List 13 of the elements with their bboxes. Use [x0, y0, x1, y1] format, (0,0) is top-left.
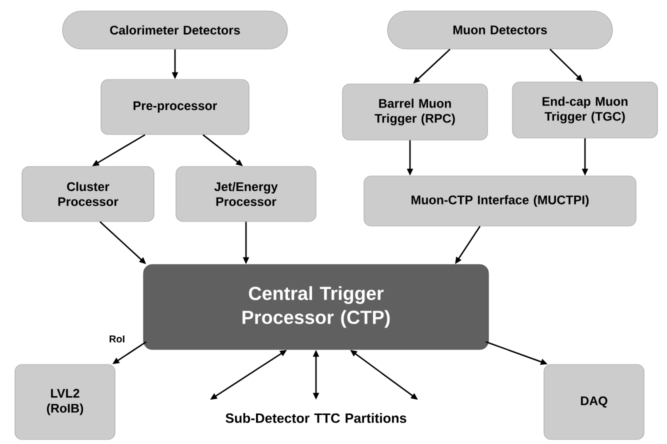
- rounded-box: Calorimeter Detectors: [62, 10, 288, 50]
- process-box: Jet/Energy Processor: [176, 166, 316, 222]
- rounded-box: Muon Detectors: [387, 10, 613, 50]
- process-box: Cluster Processor: [22, 166, 154, 222]
- process-box: DAQ: [544, 364, 644, 440]
- process-box: LVL2 (RoIB): [14, 364, 116, 440]
- edge-label: RoI: [108, 334, 126, 344]
- process-box: End-cap Muon Trigger (TGC): [512, 82, 658, 138]
- process-box: Pre-processor: [100, 79, 250, 135]
- processor-box: Central Trigger Processor (CTP): [143, 264, 489, 350]
- process-box: Muon-CTP Interface (MUCTPI): [364, 176, 636, 226]
- caption-text: Sub-Detector TTC Partitions: [226, 413, 406, 423]
- process-box: Barrel Muon Trigger (RPC): [342, 84, 488, 140]
